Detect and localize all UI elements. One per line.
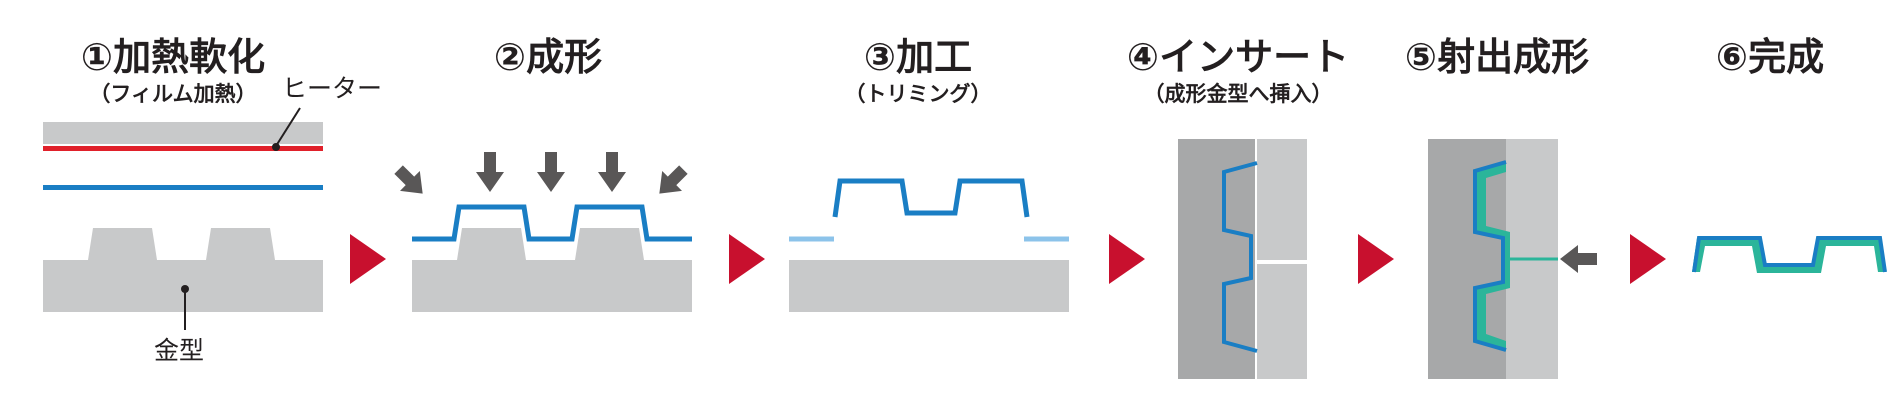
press-arrow-2: [537, 152, 565, 192]
process-arrow-4: [1358, 234, 1394, 284]
heater-label: ヒーター: [282, 74, 383, 103]
step6-title: ⑥完成: [1715, 35, 1825, 79]
step5-group: [1428, 139, 1597, 379]
step4-group: [1178, 139, 1307, 379]
heater-pointer-dot: [272, 143, 280, 151]
step5-film: [1473, 160, 1507, 352]
step3-title: ③加工: [863, 35, 973, 79]
step5-title: ⑤射出成形: [1404, 35, 1590, 79]
heater-pointer: [275, 107, 301, 147]
step2-group: [394, 152, 692, 312]
process-arrow-5: [1630, 234, 1666, 284]
press-arrow-1: [476, 152, 504, 192]
moving-mold-lower: [1257, 264, 1307, 379]
finished-resin: [1692, 238, 1886, 273]
mold-label: 金型: [154, 336, 205, 365]
step6-group: [1692, 236, 1887, 273]
heater-plate: [43, 122, 323, 144]
press-arrow-right: [659, 165, 688, 194]
formed-film: [412, 204, 692, 242]
step4-subtitle: （成形金型へ挿入）: [1143, 82, 1333, 106]
step4-title: ④インサート: [1126, 35, 1350, 79]
mold-pointer-dot: [181, 285, 189, 293]
step3-subtitle: （トリミング）: [844, 82, 992, 106]
injected-resin: [1475, 161, 1510, 351]
step1-title: ①加熱軟化: [80, 35, 266, 79]
heater-line: [43, 146, 323, 151]
injection-arrow: [1560, 245, 1597, 273]
step1-subtitle: （フィルム加熱）: [89, 82, 257, 106]
process-arrow-2: [729, 234, 765, 284]
step1-mold: [43, 228, 323, 312]
process-arrow-3: [1109, 234, 1145, 284]
step3-group: [789, 178, 1069, 312]
press-arrow-left: [394, 165, 423, 194]
moving-mold-upper: [1257, 139, 1307, 260]
fixed-mold-half: [1178, 139, 1255, 379]
step2-mold: [412, 228, 692, 312]
finished-film: [1692, 236, 1887, 273]
press-arrow-3: [598, 152, 626, 192]
film-sheet: [43, 185, 323, 190]
step1-group: [43, 107, 323, 330]
inserted-film: [1222, 161, 1258, 353]
process-arrow-1: [350, 234, 386, 284]
step2-title: ②成形: [493, 35, 603, 79]
trimmed-film: [832, 178, 1030, 218]
step3-mold: [789, 260, 1069, 312]
